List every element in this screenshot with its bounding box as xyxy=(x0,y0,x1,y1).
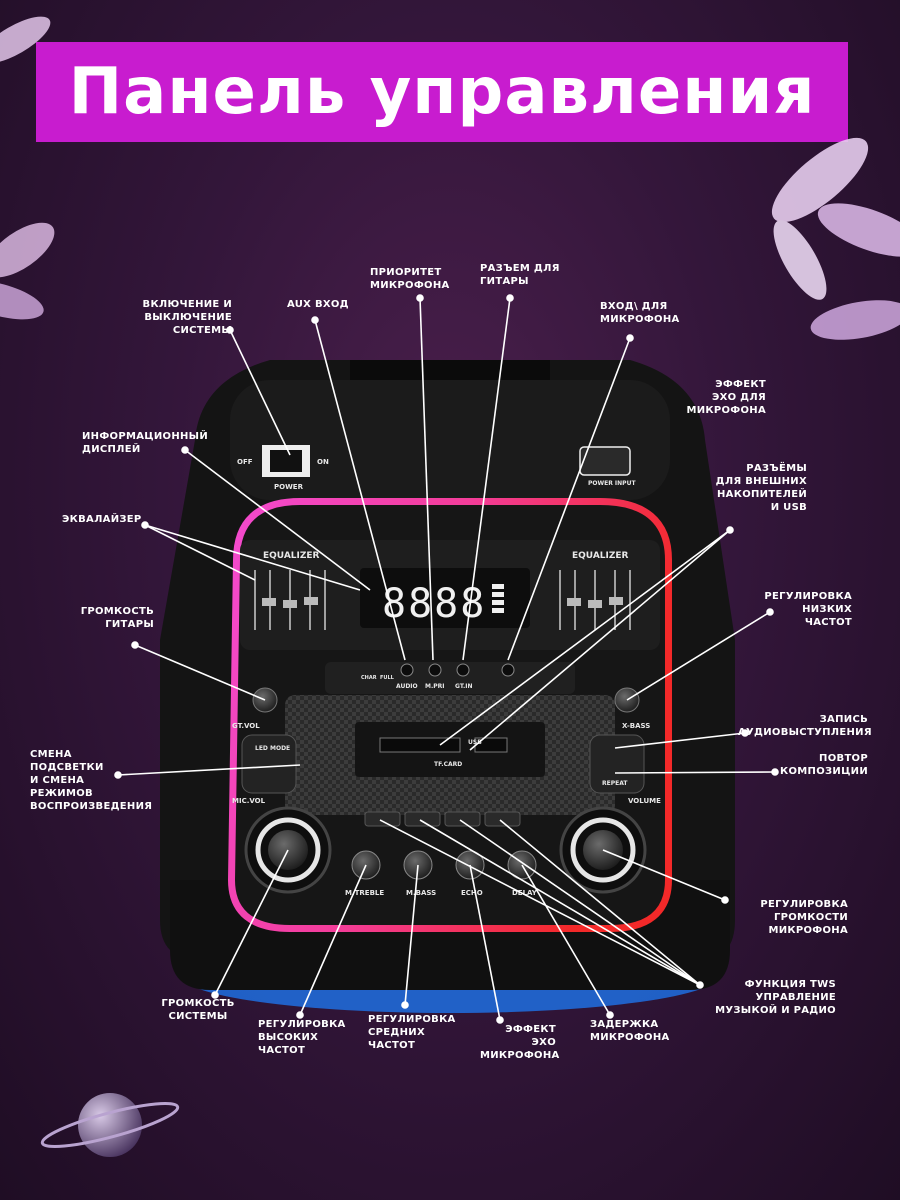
label-mic-echo-top: Эффект эхо для микрофона xyxy=(686,379,766,416)
label-equalizer: Эквалайзер xyxy=(62,514,142,525)
speaker-body: OFF ON POWER POWER INPUT EQUALIZER EQUAL… xyxy=(160,360,735,1013)
audio-text: AUDIO xyxy=(396,683,418,690)
label-echo-effect: Эффект эхо микрофона xyxy=(480,1024,560,1061)
label-mic-delay: Задержка микрофона xyxy=(590,1019,670,1043)
label-power: Включение и выключение системы xyxy=(142,299,232,336)
led-mode-text: LED MODE xyxy=(255,745,290,752)
mic-vol-text: MIC.VOL xyxy=(232,797,266,805)
equalizer-left-text: EQUALIZER xyxy=(263,551,320,561)
label-display: Информационный дисплей xyxy=(82,431,208,455)
label-record: Запись аудиовыступления xyxy=(738,714,872,738)
repeat-text: REPEAT xyxy=(602,780,628,787)
power-text: POWER xyxy=(274,483,304,491)
flower-decoration-right xyxy=(771,137,900,340)
planet-decoration xyxy=(40,1093,180,1157)
char-text: CHAR xyxy=(361,675,377,681)
m-treble-text: M.TREBLE xyxy=(345,889,384,897)
label-mic-vol-reg: Регулировка громкости микрофона xyxy=(760,899,848,936)
label-system-vol: Громкость системы xyxy=(161,998,235,1022)
equalizer-right-text: EQUALIZER xyxy=(572,551,629,561)
full-text: FULL xyxy=(380,675,395,681)
flower-decoration-left xyxy=(0,16,55,320)
label-bass-reg: Регулировка низких частот xyxy=(764,591,852,628)
usb-text: USB xyxy=(468,739,482,746)
label-mid-reg: Регулировка средних частот xyxy=(368,1014,456,1051)
power-input-text: POWER INPUT xyxy=(588,480,636,487)
m-bass-text: M.BASS xyxy=(406,889,436,897)
label-mic-input: Вход\ для микрофона xyxy=(600,301,680,325)
gt-vol-text: GT.VOL xyxy=(232,722,260,730)
page-title: Панель управления xyxy=(68,55,816,129)
m-pri-text: M.PRI xyxy=(425,683,445,690)
label-aux: AUX вход xyxy=(287,299,349,310)
delay-text: DELAY xyxy=(512,889,538,897)
label-guitar-vol: Громкость гитары xyxy=(80,606,154,630)
power-on-text: ON xyxy=(317,458,329,466)
label-repeat: Повтор композиции xyxy=(780,753,868,777)
gt-in-text: GT.IN xyxy=(455,683,473,690)
echo-text: ECHO xyxy=(461,889,483,897)
power-off-text: OFF xyxy=(237,458,253,466)
label-usb-ports: Разъёмы для внешних накопителей и USB xyxy=(715,463,807,513)
label-treble-reg: Регулировка высоких частот xyxy=(258,1019,346,1056)
tf-card-text: TF.CARD xyxy=(434,761,462,768)
callout-lines xyxy=(114,294,779,1024)
label-guitar-jack: Разъем для гитары xyxy=(480,263,560,287)
label-tws: Функция TWS управление музыкой и радио xyxy=(715,979,836,1016)
volume-text: VOLUME xyxy=(628,797,661,805)
label-led-mode: Смена подсветки и смена режимов воспроиз… xyxy=(30,749,153,812)
display-digits: 8888 xyxy=(382,581,486,627)
x-bass-text: X-BASS xyxy=(622,722,650,730)
label-mic-priority: Приоритет микрофона xyxy=(370,267,450,291)
title-banner: Панель управления xyxy=(36,42,848,142)
